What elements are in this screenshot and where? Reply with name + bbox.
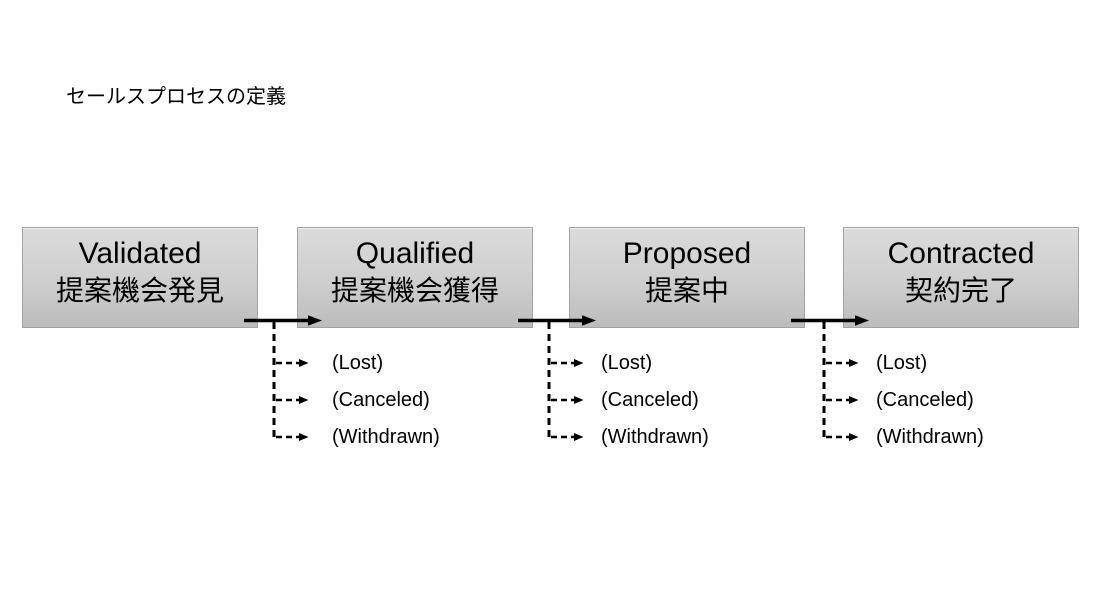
stage-name-en: Proposed [622, 236, 752, 270]
exit-connector-group-3 [822, 322, 859, 442]
exit-connector-group-1 [272, 322, 309, 442]
exit-label-withdrawn: (Withdrawn) [876, 426, 984, 448]
stage-name-ja: 提案機会発見 [55, 274, 224, 306]
stage-box-proposed: Proposed 提案中 [569, 227, 805, 328]
exit-label-canceled: (Canceled) [332, 389, 430, 411]
stage-box-contracted: Contracted 契約完了 [843, 227, 1079, 328]
stage-name-ja: 提案機会獲得 [330, 274, 499, 306]
stage-name-en: Validated [78, 236, 202, 270]
exit-label-lost: (Lost) [601, 352, 653, 374]
stage-name-ja: 契約完了 [904, 274, 1017, 306]
exit-label-canceled: (Canceled) [876, 389, 974, 411]
exit-label-lost: (Lost) [876, 352, 928, 374]
page-title: セールスプロセスの定義 [66, 86, 286, 108]
stage-name-ja: 提案中 [644, 274, 729, 306]
exit-label-withdrawn: (Withdrawn) [332, 426, 440, 448]
exit-label-lost: (Lost) [332, 352, 384, 374]
stage-name-en: Qualified [355, 236, 475, 270]
stage-box-validated: Validated 提案機会発見 [22, 227, 258, 328]
exit-connector-group-2 [547, 322, 584, 442]
stage-name-en: Contracted [887, 236, 1035, 270]
stage-box-qualified: Qualified 提案機会獲得 [297, 227, 533, 328]
exit-label-canceled: (Canceled) [601, 389, 699, 411]
exit-label-withdrawn: (Withdrawn) [601, 426, 709, 448]
